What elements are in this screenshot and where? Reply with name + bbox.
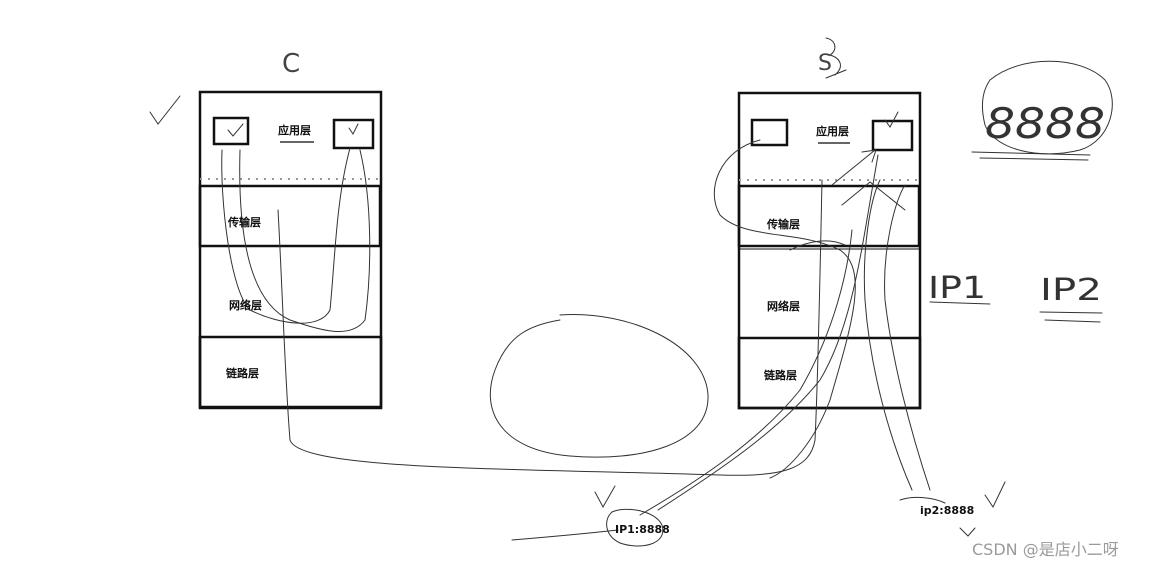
server-title: S — [818, 51, 832, 76]
client-frame — [198, 90, 383, 410]
client-title: C — [282, 49, 300, 79]
port-note: 8888 — [985, 99, 1105, 148]
middle-oval — [489, 314, 709, 458]
server-transport-scribble — [789, 240, 846, 251]
ip1-tail — [511, 529, 619, 541]
ip1-note: IP1 — [928, 271, 986, 306]
server-line-c — [863, 179, 913, 491]
csdn-watermark: CSDN @是店小二呀 — [972, 540, 1119, 559]
client-check-small-right — [348, 123, 359, 135]
client-label-application: 应用层 — [278, 124, 311, 137]
ip1-circle — [606, 508, 664, 547]
client-label-link: 链路层 — [226, 367, 259, 380]
ip1-note-underline — [929, 301, 991, 305]
server-arrow-a — [831, 149, 877, 186]
client-label-transport: 传输层 — [228, 216, 261, 229]
server-label-network: 网络层 — [767, 300, 800, 313]
server-app-port-right — [871, 119, 914, 152]
endpoint-ip1: IP1:8888 — [615, 523, 670, 536]
hand-strokes — [149, 37, 1113, 547]
client-app-port-right — [332, 118, 375, 150]
port-cloud — [982, 60, 1113, 155]
ip2-note: IP2 — [1040, 273, 1102, 308]
server-link-box — [737, 336, 922, 410]
client-check-small-left — [227, 123, 244, 137]
port-underlines — [971, 151, 1091, 161]
server-check-small — [884, 111, 899, 128]
server-line-b — [639, 229, 853, 516]
ip2-scribble — [899, 496, 976, 537]
ip2-check-mark — [984, 481, 1006, 509]
client-app-port-left — [212, 116, 250, 146]
server-arrow-b — [841, 181, 906, 211]
ip2-note-underline — [1039, 311, 1103, 323]
cable-client-to-server — [277, 179, 823, 476]
server-label-link: 链路层 — [764, 369, 797, 382]
server-stack — [737, 91, 922, 410]
server-title-mark — [825, 37, 847, 79]
server-line-d — [884, 184, 931, 491]
client-label-network: 网络层 — [229, 299, 262, 312]
server-transport-box — [737, 184, 921, 248]
server-loop-1 — [713, 139, 856, 479]
server-label-transport: 传输层 — [767, 218, 800, 231]
client-stack — [198, 90, 383, 410]
server-label-application: 应用层 — [816, 125, 849, 138]
client-link-box — [198, 335, 383, 409]
client-inner-loop — [221, 147, 351, 324]
client-check-mark — [149, 95, 181, 125]
client-inner-loop-2 — [239, 149, 371, 333]
server-app-port-left — [750, 118, 789, 147]
endpoint-ip2: ip2:8888 — [920, 504, 975, 517]
server-line-a — [657, 154, 879, 511]
server-frame — [737, 91, 922, 410]
ip1-check-mark — [594, 485, 616, 509]
